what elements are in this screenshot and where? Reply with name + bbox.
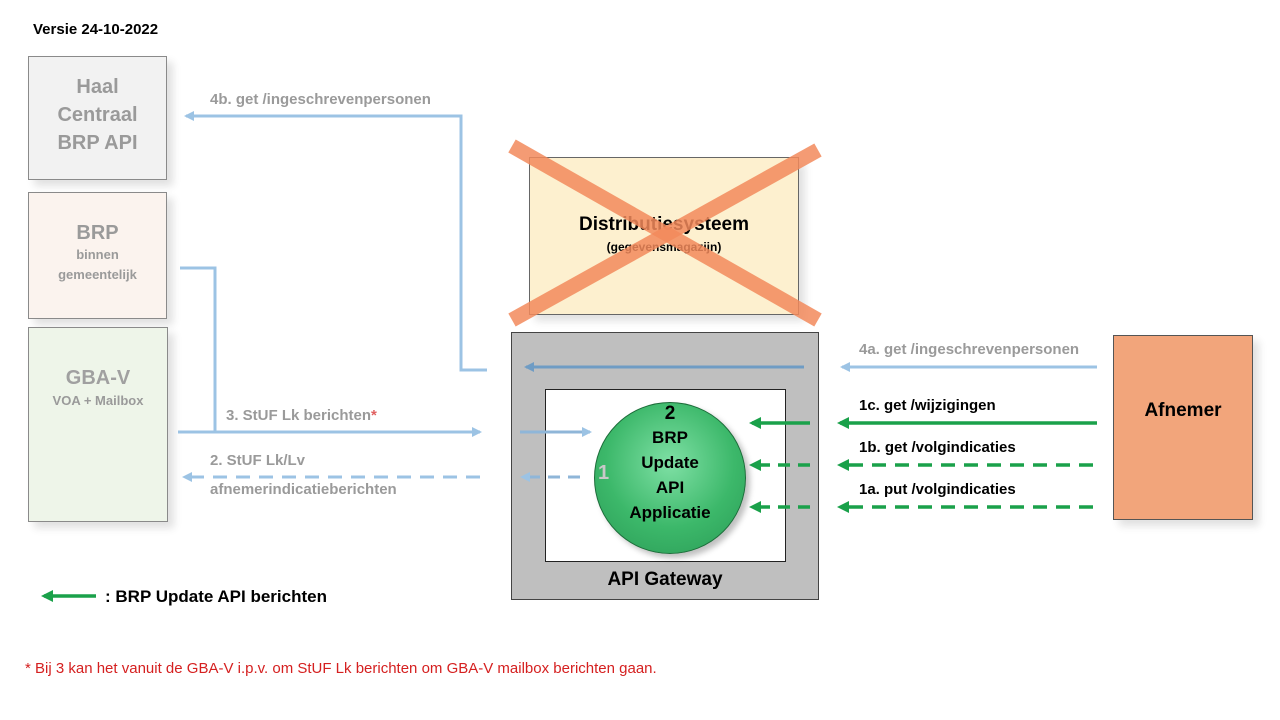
afnemer-title: Afnemer bbox=[1144, 400, 1222, 421]
afnemer-box: Afnemer bbox=[1113, 335, 1253, 520]
gbav-sub: VOA + Mailbox bbox=[52, 393, 144, 408]
brp-box: BRP binnen gemeentelijk bbox=[28, 192, 167, 319]
api-gateway-label: API Gateway bbox=[607, 569, 723, 590]
label-3: 3. StUF Lk berichten* bbox=[226, 407, 377, 424]
label-1c: 1c. get /wijzigingen bbox=[859, 397, 996, 414]
application-line-2: Update bbox=[641, 453, 699, 472]
application-number: 2 bbox=[664, 403, 676, 424]
label-4b: 4b. get /ingeschrevenpersonen bbox=[210, 91, 431, 108]
version-label: Versie 24-10-2022 bbox=[33, 21, 159, 38]
label-3-asterisk: * bbox=[371, 407, 377, 424]
arrow-3-from-brp bbox=[180, 266, 217, 432]
application-line-1: BRP bbox=[652, 428, 688, 447]
brp-update-api-application: 2 BRP Update API Applicatie bbox=[594, 402, 746, 554]
footnote: * Bij 3 kan het vanuit de GBA-V i.p.v. o… bbox=[25, 660, 657, 677]
marker-1: 1 bbox=[598, 462, 610, 484]
label-1a: 1a. put /volgindicaties bbox=[859, 481, 1016, 498]
arrow-4b bbox=[184, 111, 487, 372]
application-line-4: Applicatie bbox=[629, 503, 711, 522]
brp-sub1: binnen bbox=[76, 247, 119, 262]
label-4a: 4a. get /ingeschrevenpersonen bbox=[859, 341, 1080, 358]
gbav-title: GBA-V bbox=[65, 367, 131, 389]
label-1b: 1b. get /volgindicaties bbox=[859, 439, 1016, 456]
label-2-line1: 2. StUF Lk/Lv bbox=[210, 452, 306, 469]
legend-label: : BRP Update API berichten bbox=[105, 587, 327, 606]
haal-centraal-box: Haal Centraal BRP API bbox=[28, 56, 167, 180]
gbav-box: GBA-V VOA + Mailbox bbox=[28, 327, 168, 522]
brp-title: BRP bbox=[76, 222, 119, 244]
brp-sub2: gemeentelijk bbox=[58, 267, 137, 282]
cross-stroke-2 bbox=[508, 143, 822, 327]
application-line-3: API bbox=[655, 478, 685, 497]
haal-centraal-title: Haal Centraal BRP API bbox=[57, 76, 138, 154]
label-2-line2: afnemerindicatieberichten bbox=[210, 481, 397, 498]
